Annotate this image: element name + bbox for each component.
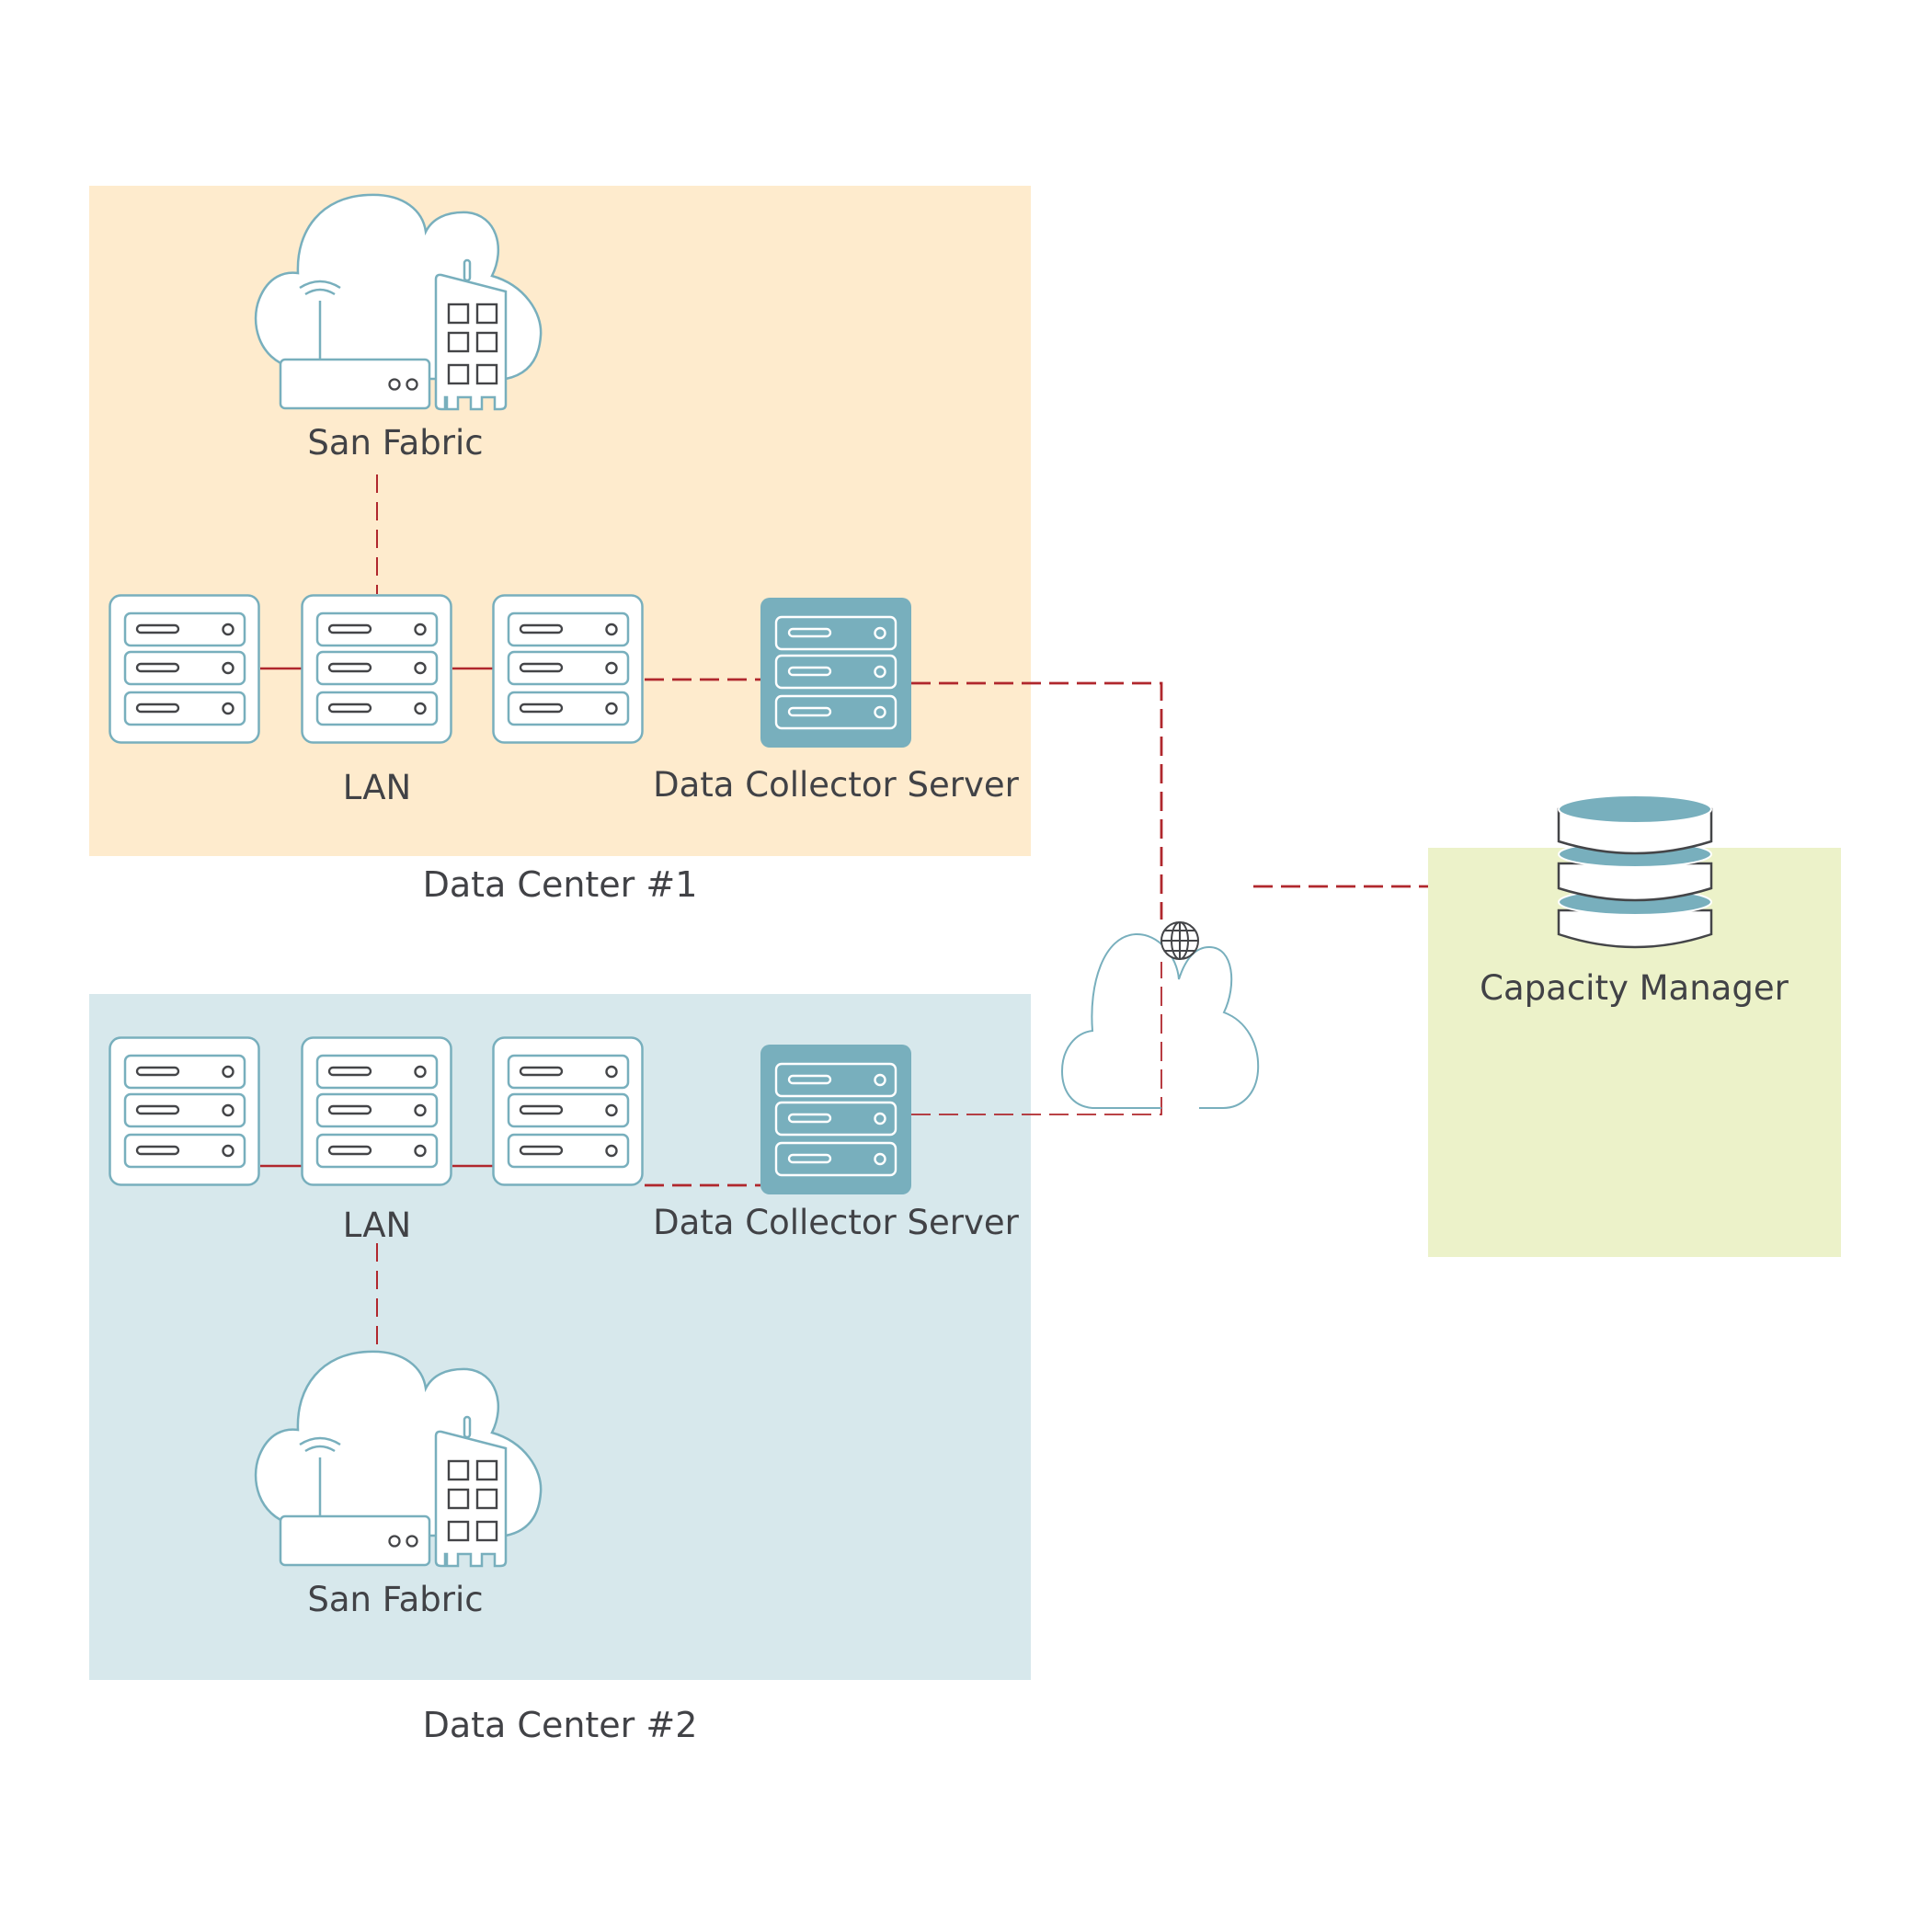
lan-server-icon[interactable]	[494, 1038, 643, 1185]
lan-server-icon[interactable]	[303, 1038, 452, 1185]
link-dc2-collector-to-cloud	[911, 962, 1162, 1115]
san-fabric-label: San Fabric	[307, 423, 483, 463]
data-collector-server-icon[interactable]	[760, 598, 911, 748]
lan-server-icon[interactable]	[494, 596, 643, 743]
wan-links	[911, 681, 1428, 1115]
lan-label: LAN	[343, 1205, 411, 1245]
data-collector-server-label: Data Collector Server	[653, 1203, 1019, 1242]
lan-server-icon[interactable]	[303, 596, 452, 743]
data-center-2: LAN Data Collector Server San Fabric Dat…	[89, 994, 1031, 1745]
lan-server-icon[interactable]	[110, 1038, 259, 1185]
data-collector-server-label: Data Collector Server	[653, 765, 1019, 805]
lan-label: LAN	[343, 768, 411, 807]
capacity-manager: Capacity Manager	[1428, 794, 1841, 1257]
database-icon[interactable]	[1557, 794, 1713, 949]
data-center-1-title: Data Center #1	[423, 864, 698, 905]
link-dc1-collector-to-cloud	[911, 681, 1163, 920]
data-collector-server-icon[interactable]	[760, 1045, 911, 1194]
capacity-manager-label: Capacity Manager	[1480, 968, 1789, 1008]
data-center-1: San Fabric LAN Data Collector Server Dat…	[89, 186, 1031, 905]
data-center-1-background	[89, 186, 1031, 856]
internet-cloud[interactable]	[1060, 921, 1260, 1109]
san-fabric-label: San Fabric	[307, 1580, 483, 1619]
lan-server-icon[interactable]	[110, 596, 259, 743]
data-center-2-title: Data Center #2	[423, 1705, 698, 1745]
globe-icon	[1160, 921, 1199, 960]
